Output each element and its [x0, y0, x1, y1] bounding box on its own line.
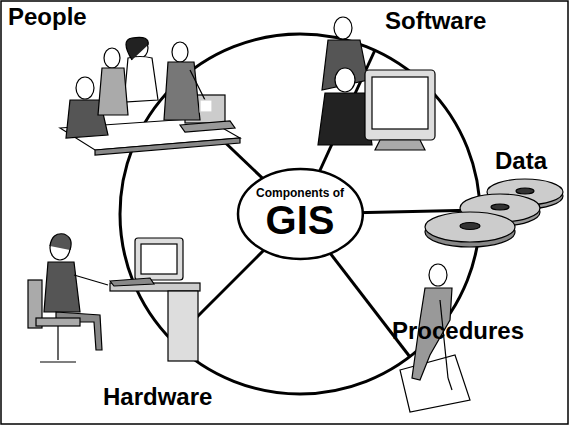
data-disks [425, 179, 563, 247]
component-label: People [8, 4, 87, 30]
component-label: Software [385, 8, 486, 34]
component-label: Hardware [103, 384, 212, 410]
component-label: Data [495, 148, 547, 174]
hub-caption: Components of [256, 187, 344, 200]
people-figure [60, 37, 240, 155]
hub-title: GIS [256, 199, 344, 241]
component-label: Procedures [392, 318, 524, 344]
hub-ellipse: Components ofGIS [236, 167, 365, 261]
hardware-figure [28, 234, 200, 362]
software-figure [318, 17, 435, 150]
